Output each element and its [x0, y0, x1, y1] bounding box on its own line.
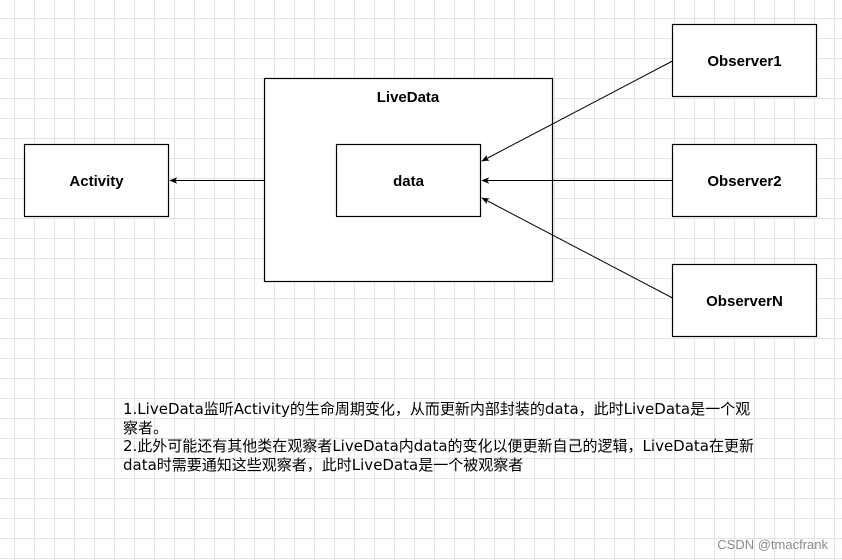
observerN-node[interactable]: ObserverN [671, 263, 818, 338]
observerN-label: ObserverN [706, 293, 783, 310]
watermark: CSDN @tmacfrank [717, 537, 828, 552]
note-line-2: 2.此外可能还有其他类在观察者LiveData内data的变化以便更新自己的逻辑… [123, 437, 754, 474]
observer2-node[interactable]: Observer2 [671, 143, 818, 218]
activity-node[interactable]: Activity [23, 143, 170, 218]
observer1-node[interactable]: Observer1 [671, 23, 818, 98]
observer2-label: Observer2 [707, 173, 781, 190]
data-label: data [393, 173, 425, 190]
edge-observer1-to-data [481, 60, 673, 162]
activity-label: Activity [69, 173, 124, 190]
edge-observerN-to-data [481, 197, 673, 299]
observer1-label: Observer1 [707, 53, 781, 70]
note-line-1: 1.LiveData监听Activity的生命周期变化，从而更新内部封装的dat… [123, 400, 751, 437]
data-node[interactable]: data [335, 143, 482, 218]
description-notes: 1.LiveData监听Activity的生命周期变化，从而更新内部封装的dat… [123, 400, 763, 474]
livedata-label: LiveData [377, 89, 440, 106]
